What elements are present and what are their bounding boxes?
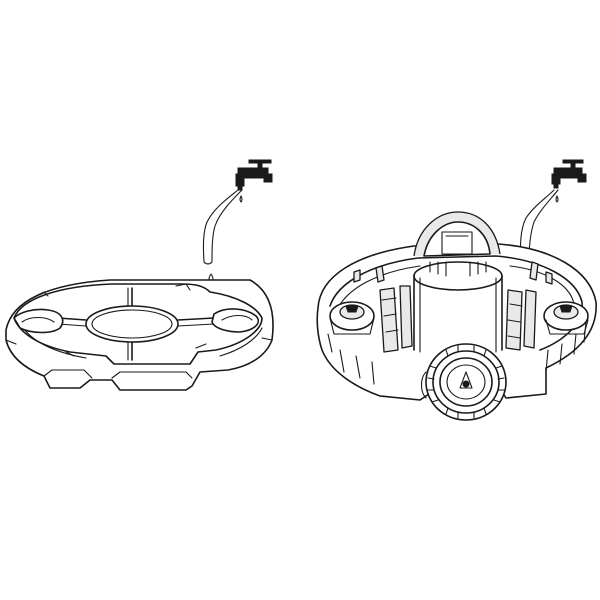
faucet-icon: [551, 159, 587, 189]
tray-outline: [5, 279, 274, 391]
tray-panel: [5, 159, 274, 391]
drive-wheel: [420, 343, 507, 421]
faucet-icon: [235, 159, 273, 191]
base-panel: [316, 159, 597, 421]
base-outline: [316, 211, 597, 421]
water-stream: [202, 189, 243, 265]
